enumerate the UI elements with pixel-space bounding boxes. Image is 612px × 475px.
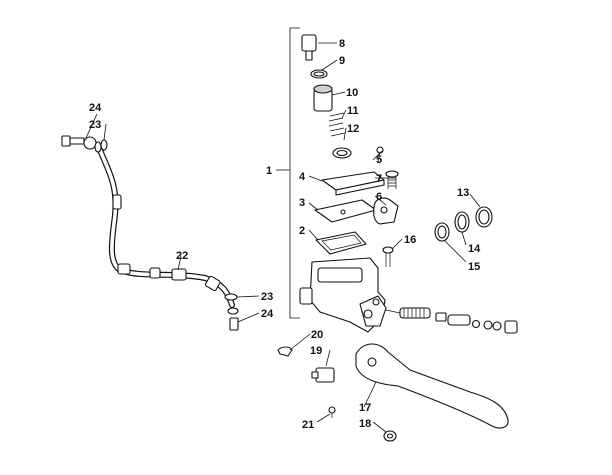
pivot-bolt <box>385 170 399 189</box>
piston-assembly <box>385 307 518 334</box>
callout-14: 14 <box>468 243 481 255</box>
callout-18: 18 <box>359 418 371 430</box>
assembly-bracket <box>276 27 300 319</box>
callout-23-lower: 23 <box>261 291 273 303</box>
callout-15: 15 <box>468 261 480 273</box>
callout-24-lower: 24 <box>261 308 274 320</box>
pivot-nut <box>383 430 397 442</box>
leader-lines <box>85 42 481 433</box>
callout-labels: 1 2 3 4 5 6 7 8 9 10 11 12 13 14 15 16 1… <box>89 38 481 431</box>
callout-20: 20 <box>311 329 323 341</box>
diaphragm <box>315 231 367 255</box>
callout-3: 3 <box>299 197 305 209</box>
lever-screw <box>328 406 336 418</box>
callout-22: 22 <box>176 250 188 262</box>
master-cylinder-body <box>299 257 387 333</box>
callout-21: 21 <box>302 419 314 431</box>
brake-lever <box>355 343 509 429</box>
callout-16: 16 <box>404 234 416 246</box>
callout-23-upper: 23 <box>89 119 101 131</box>
callout-1: 1 <box>266 165 272 177</box>
reservoir-fitting <box>301 34 352 159</box>
callout-8: 8 <box>339 38 345 50</box>
callout-10: 10 <box>346 87 358 99</box>
upper-banjo-bolt <box>61 135 108 153</box>
callout-5: 5 <box>376 154 382 166</box>
brake-hose <box>97 147 235 308</box>
callout-13: 13 <box>457 187 469 199</box>
clamp-screw <box>382 246 394 267</box>
callout-12: 12 <box>347 123 359 135</box>
brake-light-switch <box>311 367 335 383</box>
callout-19: 19 <box>310 345 322 357</box>
callout-11: 11 <box>347 105 359 117</box>
callout-17: 17 <box>359 402 371 414</box>
callout-24-upper: 24 <box>89 102 102 114</box>
callout-9: 9 <box>339 55 345 67</box>
callout-7: 7 <box>376 173 382 185</box>
lever-seals <box>434 206 493 242</box>
callout-6: 6 <box>376 191 382 203</box>
callout-4: 4 <box>299 171 306 183</box>
cover-plate <box>314 199 377 223</box>
reservoir-cover <box>321 171 385 196</box>
lower-banjo-bolt <box>224 293 239 331</box>
handlebar-clamp <box>373 197 399 225</box>
retaining-clip <box>277 346 293 357</box>
callout-2: 2 <box>299 225 305 237</box>
